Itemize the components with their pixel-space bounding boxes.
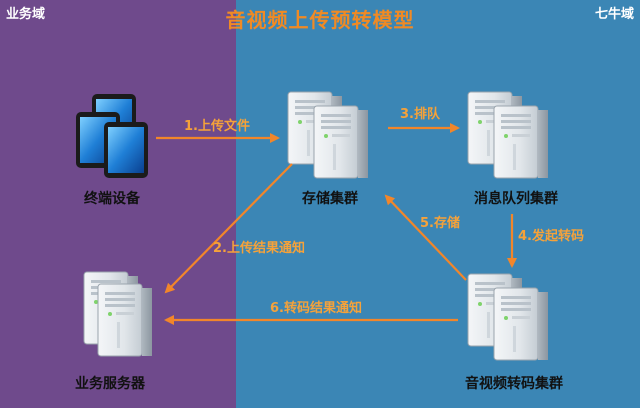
step-label-start-transcode: 4.发起转码	[518, 228, 584, 244]
qiniu-domain-background	[236, 0, 640, 408]
storage-cluster-label: 存储集群	[302, 190, 358, 207]
business-domain-label: 业务域	[6, 6, 45, 22]
step-label-store: 5.存储	[420, 215, 460, 231]
step-label-enqueue: 3.排队	[400, 106, 441, 122]
step-label-upload-file: 1.上传文件	[184, 118, 250, 134]
tablet-stack-icon	[76, 94, 148, 178]
diagram-title: 音视频上传预转模型	[226, 8, 415, 32]
qiniu-domain-label: 七牛域	[595, 6, 634, 22]
queue-cluster-label: 消息队列集群	[474, 190, 558, 207]
arrow-store	[384, 194, 467, 281]
terminal-device-label: 终端设备	[84, 190, 141, 207]
business-server-icon	[83, 271, 153, 357]
transcode-cluster-label: 音视频转码集群	[465, 375, 563, 392]
step-label-transcode-result-notify: 6.转码结果通知	[270, 300, 362, 316]
step-label-upload-result-notify: 2.上传结果通知	[213, 240, 305, 256]
arrow-upload-result-notify	[164, 163, 293, 294]
business-server-label: 业务服务器	[75, 375, 146, 392]
